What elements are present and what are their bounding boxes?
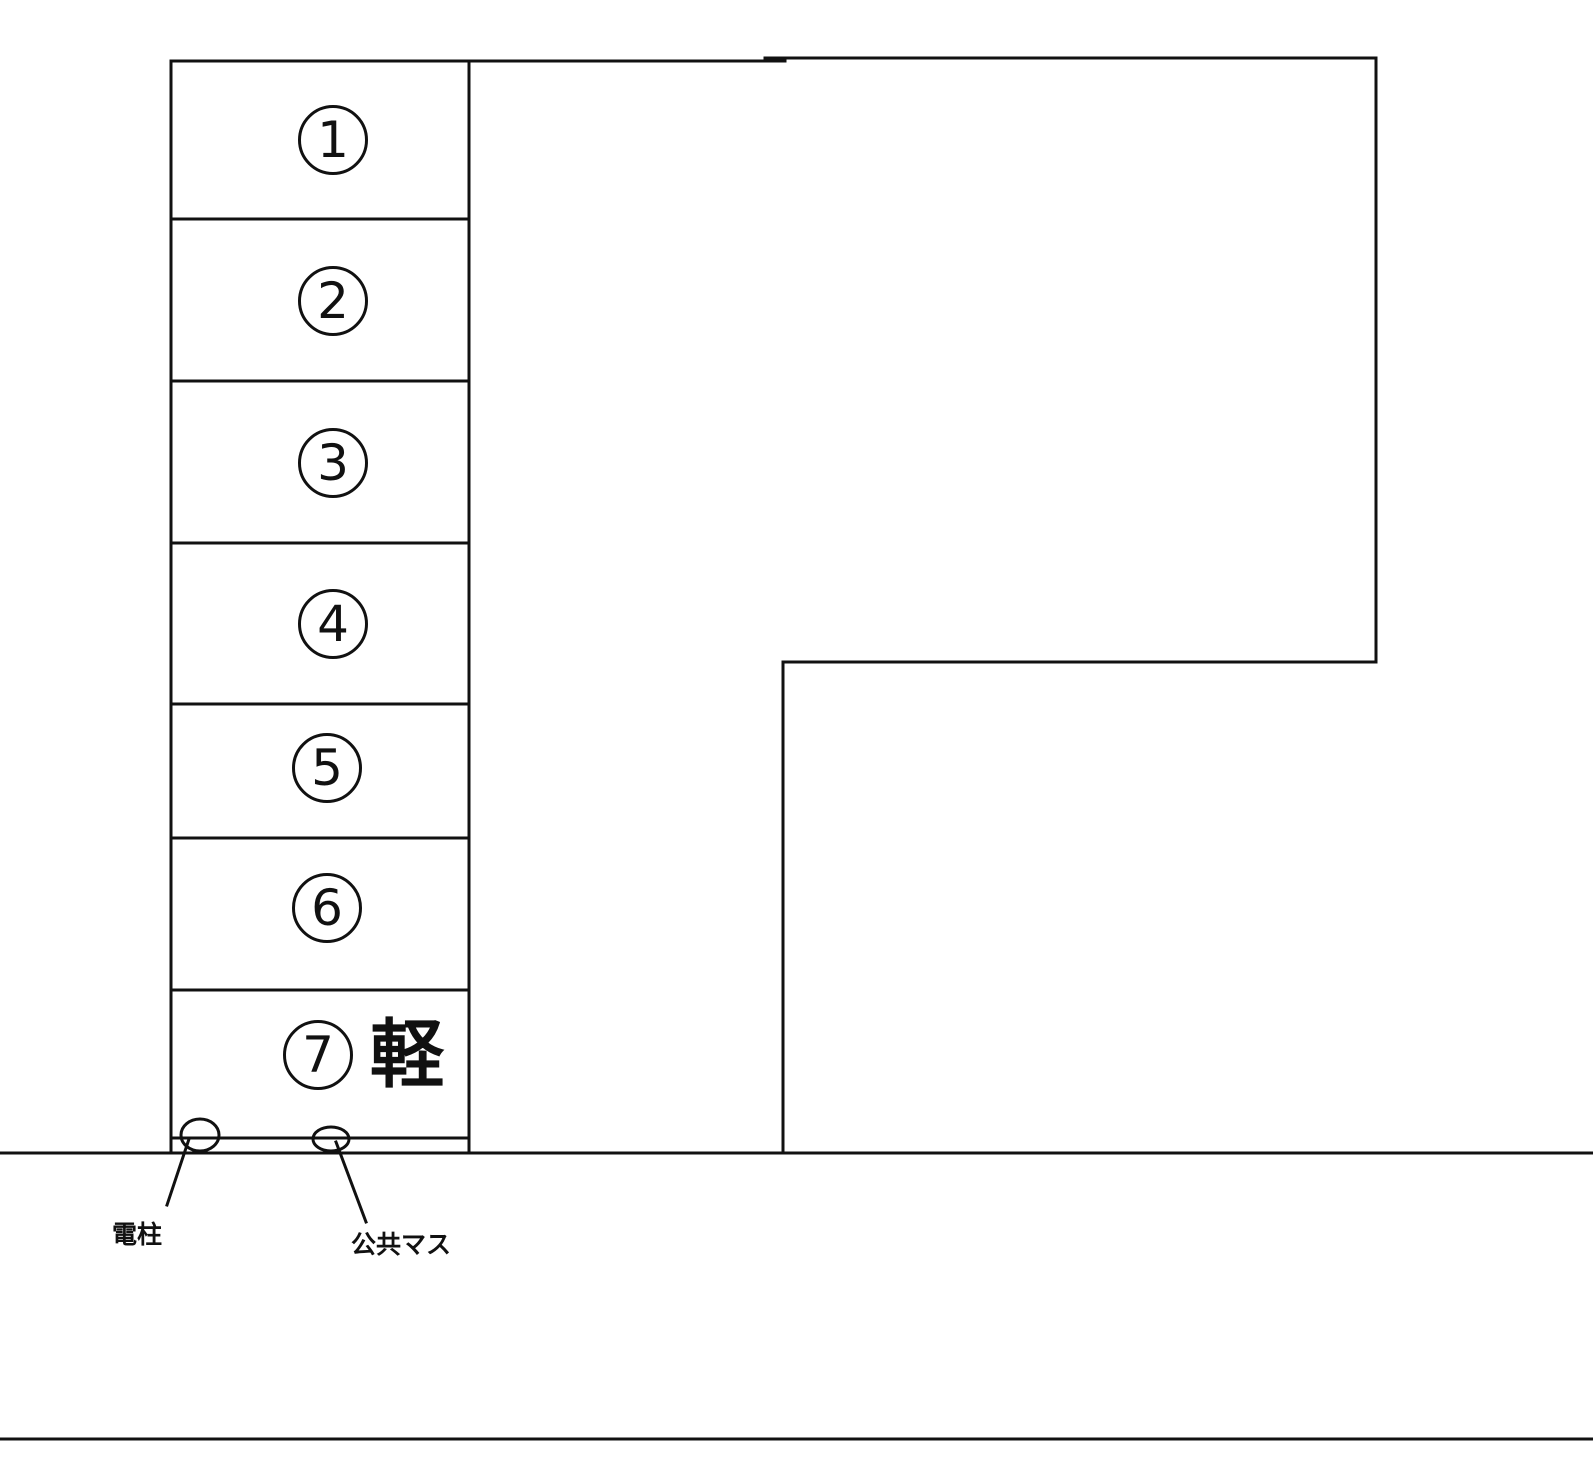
utility-pole-marker [179,1117,221,1153]
stall-number-6-text: 6 [311,879,343,937]
public-drain-label: 公共マス [351,1230,452,1259]
stall-number-5-text: 5 [311,739,343,797]
stall-number-2-text: 2 [317,272,349,330]
utility-pole-label: 電柱 [112,1220,163,1249]
public-drain-leader [334,1140,368,1224]
utility-pole-leader [165,1137,191,1207]
stall-number-4-text: 4 [317,595,349,653]
stall-number-7-text: 7 [302,1026,334,1084]
stall-number-4: 4 [298,589,368,659]
stall-number-3-text: 3 [317,434,349,492]
stall-number-3: 3 [298,428,368,498]
stall-number-2: 2 [298,266,368,336]
stall-number-1: 1 [298,105,368,175]
stall-number-7: 7 [283,1020,353,1090]
building-outline [763,56,1378,1155]
public-drain-marker [311,1125,351,1153]
stall-number-6: 6 [292,873,362,943]
stall-number-1-text: 1 [317,111,349,169]
kei-car-label: 軽 [370,1012,444,1098]
stall-number-5: 5 [292,733,362,803]
